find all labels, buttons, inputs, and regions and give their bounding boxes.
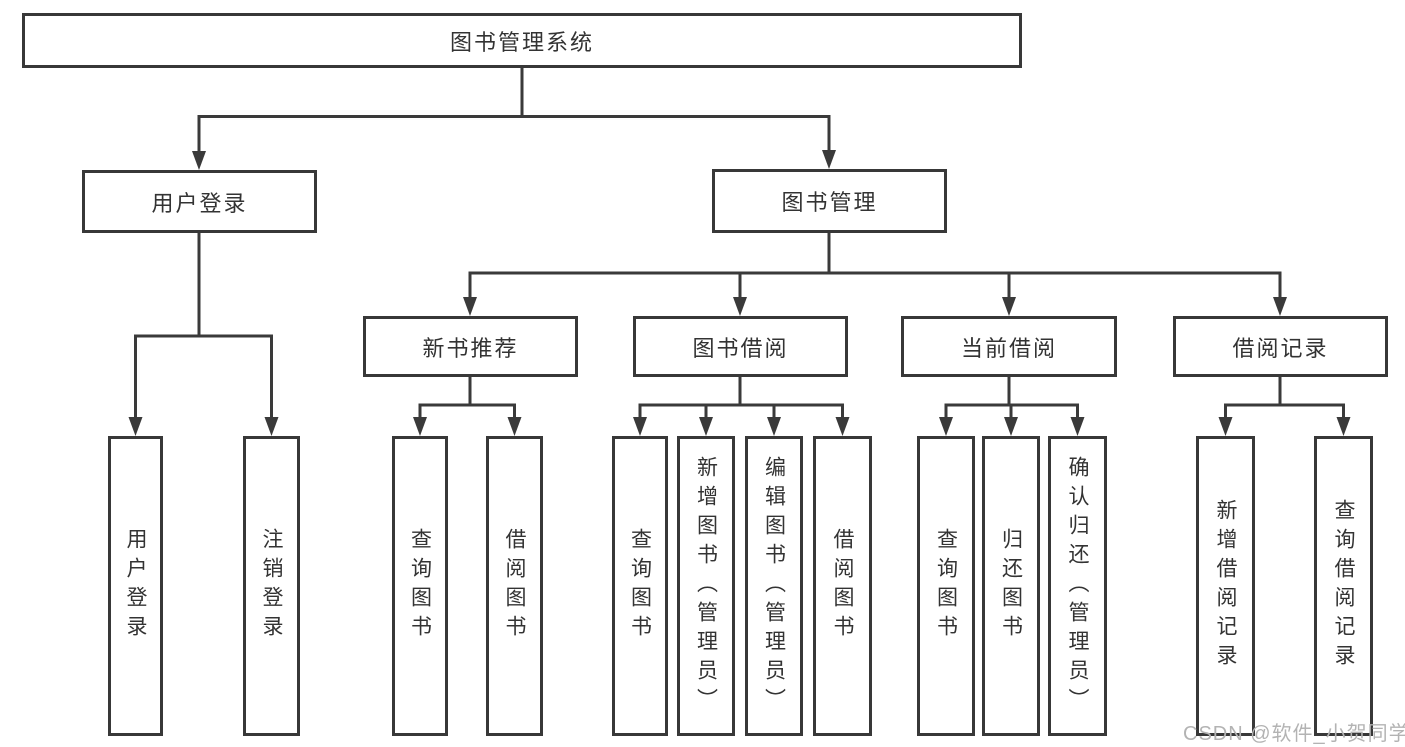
node-borrow-records: 借阅记录 <box>1173 316 1388 377</box>
leaf-edit-books-admin: 编辑图书（管理员） <box>745 436 803 736</box>
leaf-add-books-admin-label: 新增图书（管理员） <box>694 455 718 717</box>
node-new-book-recommend-label: 新书推荐 <box>422 335 519 361</box>
leaf-add-borrow-record: 新增借阅记录 <box>1196 436 1255 736</box>
leaf-return-books-label: 归还图书 <box>999 528 1023 644</box>
node-new-book-recommend: 新书推荐 <box>363 316 578 377</box>
node-book-management: 图书管理 <box>712 169 947 233</box>
leaf-user-login-label: 用户登录 <box>124 528 147 644</box>
node-book-management-label: 图书管理 <box>781 190 878 215</box>
node-current-borrow-label: 当前借阅 <box>960 335 1057 361</box>
leaf-current-query-books-label: 查询图书 <box>934 528 958 644</box>
leaf-add-books-admin: 新增图书（管理员） <box>677 436 735 736</box>
leaf-edit-books-admin-label: 编辑图书（管理员） <box>762 455 786 717</box>
leaf-borrow-query-books: 查询图书 <box>612 436 668 736</box>
leaf-user-login: 用户登录 <box>108 436 163 736</box>
leaf-add-borrow-record-label: 新增借阅记录 <box>1214 499 1237 673</box>
leaf-recommend-borrow-books-label: 借阅图书 <box>503 528 526 644</box>
leaf-logout-label: 注销登录 <box>260 528 283 644</box>
leaf-confirm-return-admin-label: 确认归还（管理员） <box>1066 455 1089 717</box>
leaf-recommend-query-books: 查询图书 <box>392 436 448 736</box>
leaf-current-query-books: 查询图书 <box>917 436 975 736</box>
leaf-logout: 注销登录 <box>243 436 300 736</box>
leaf-return-books: 归还图书 <box>982 436 1040 736</box>
node-borrow-records-label: 借阅记录 <box>1232 335 1329 361</box>
node-user-login-label: 用户登录 <box>151 190 248 216</box>
leaf-borrow-query-books-label: 查询图书 <box>628 528 652 644</box>
node-system-root: 图书管理系统 <box>22 13 1022 68</box>
leaf-confirm-return-admin: 确认归还（管理员） <box>1048 436 1107 736</box>
leaf-borrow-books-label: 借阅图书 <box>831 528 854 644</box>
node-current-borrow: 当前借阅 <box>901 316 1117 377</box>
node-book-borrow-label: 图书借阅 <box>692 335 789 361</box>
node-book-borrow: 图书借阅 <box>633 316 848 377</box>
node-user-login: 用户登录 <box>82 170 317 233</box>
leaf-query-borrow-record: 查询借阅记录 <box>1314 436 1373 736</box>
node-system-root-label: 图书管理系统 <box>449 29 594 55</box>
leaf-recommend-borrow-books: 借阅图书 <box>486 436 543 736</box>
leaf-recommend-query-books-label: 查询图书 <box>408 528 432 644</box>
leaf-borrow-books: 借阅图书 <box>813 436 872 736</box>
csdn-watermark: CSDN @软件_小贺同学 <box>1183 723 1405 745</box>
leaf-query-borrow-record-label: 查询借阅记录 <box>1332 499 1355 673</box>
